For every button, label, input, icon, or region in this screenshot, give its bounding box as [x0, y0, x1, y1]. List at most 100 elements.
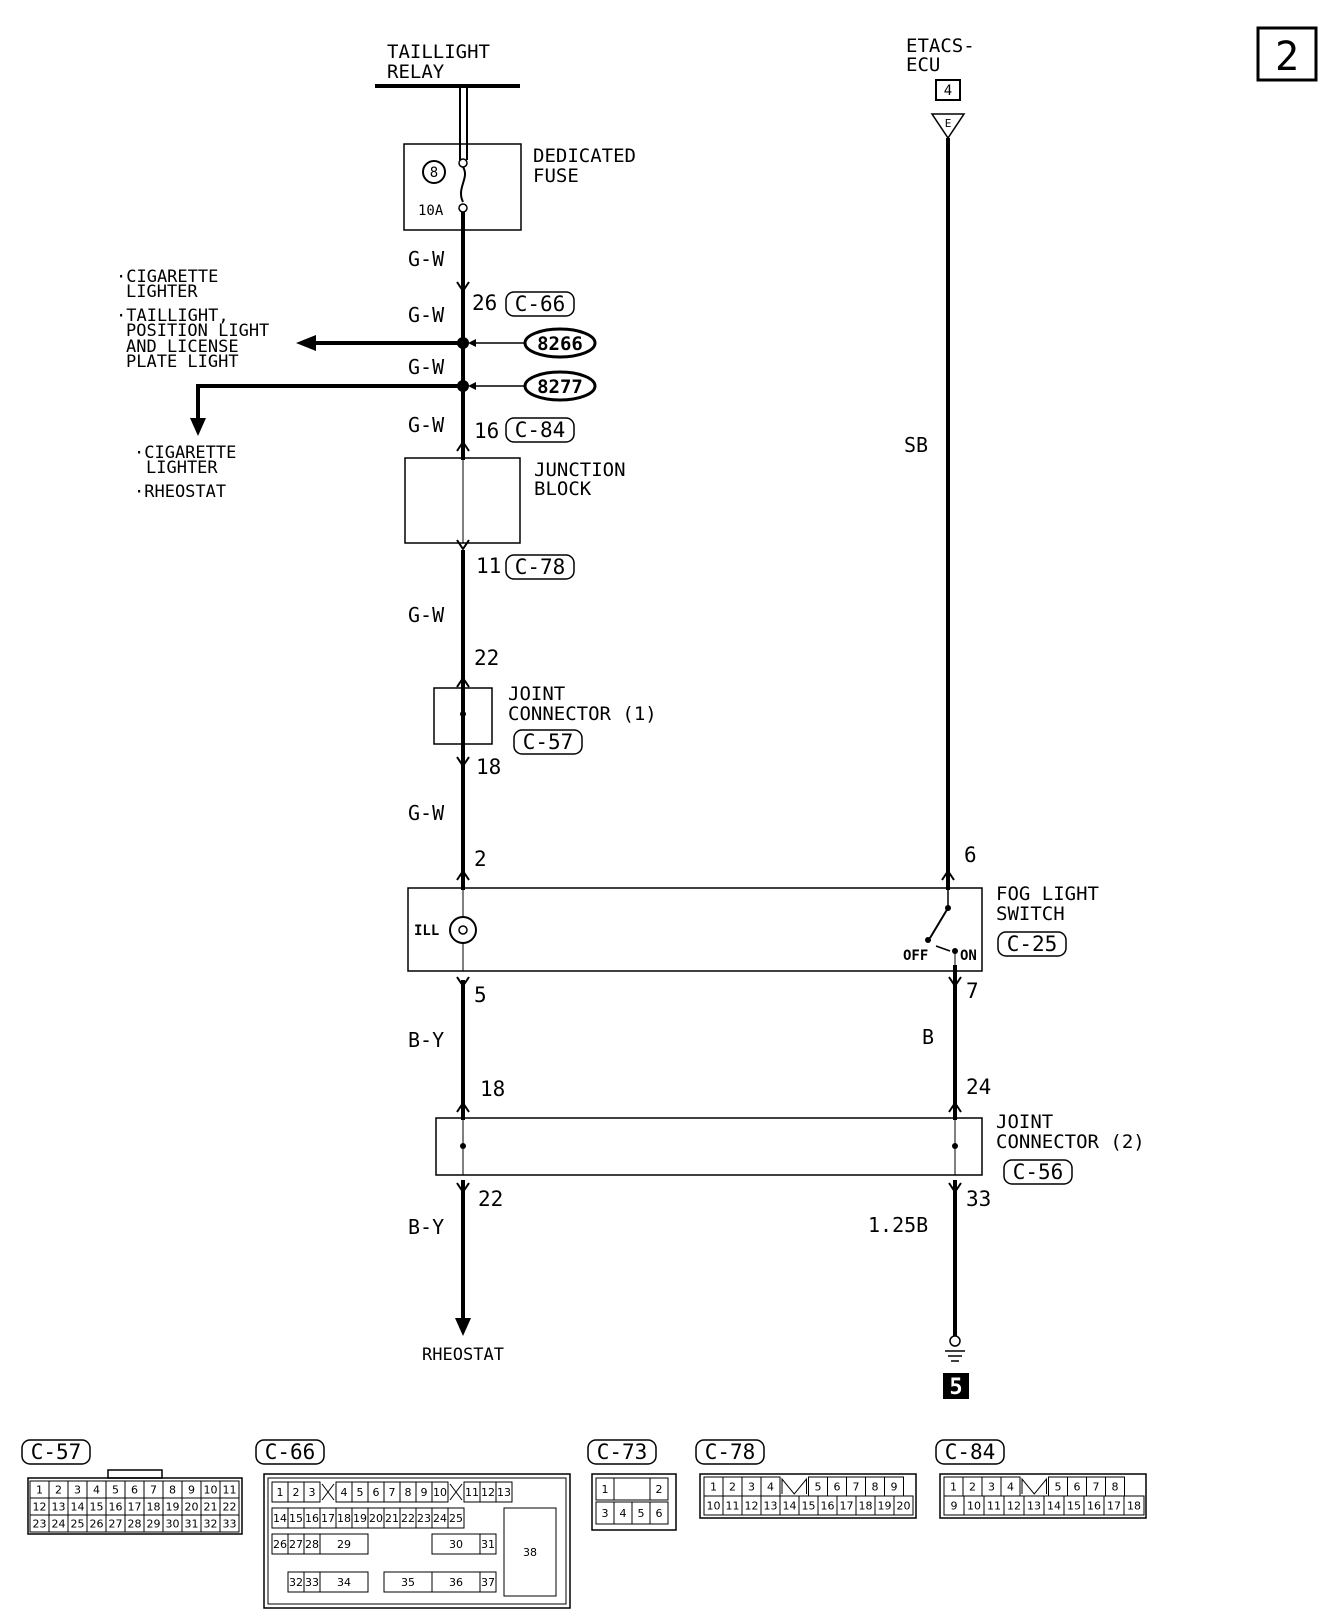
- c84-pin-11: 11: [983, 1495, 1005, 1516]
- fuse-rating: 10A: [418, 203, 444, 219]
- pin-18-a: 18: [476, 755, 501, 779]
- splice-8266: 8266: [457, 327, 597, 359]
- svg-text:37: 37: [481, 1576, 495, 1589]
- page-number-box: 2: [1256, 26, 1318, 82]
- c84-pin-1: 1: [943, 1476, 964, 1497]
- c66-pin-24: 24: [431, 1507, 449, 1529]
- pin-33: 33: [966, 1187, 991, 1211]
- svg-text:9: 9: [421, 1486, 428, 1499]
- svg-text:·CIGARETTE: ·CIGARETTE: [134, 443, 236, 463]
- svg-text:12: 12: [1007, 1500, 1021, 1513]
- svg-text:10: 10: [967, 1500, 981, 1513]
- connector-ref-c84: C-84: [505, 417, 575, 443]
- svg-text:15: 15: [289, 1512, 303, 1525]
- c84-pin-17: 17: [1103, 1495, 1125, 1516]
- taillight-relay-label-2: RELAY: [387, 61, 445, 83]
- svg-text:30: 30: [166, 1518, 180, 1531]
- c78-pin-19: 19: [874, 1495, 895, 1516]
- svg-text:18: 18: [1127, 1500, 1141, 1513]
- svg-text:21: 21: [204, 1501, 218, 1514]
- c66-pin-22: 22: [399, 1507, 417, 1529]
- svg-text:·TAILLIGHT,: ·TAILLIGHT,: [116, 306, 229, 326]
- ground-number: 5: [949, 1375, 962, 1400]
- c66-pin-35: 35: [383, 1571, 433, 1593]
- c66-pin-16: 16: [303, 1507, 321, 1529]
- svg-text:LIGHTER: LIGHTER: [146, 458, 218, 478]
- c84-pin-5: 5: [1048, 1476, 1068, 1497]
- c84-pin-7: 7: [1086, 1476, 1106, 1497]
- svg-text:4: 4: [341, 1486, 348, 1499]
- c57-pin-15: 15: [86, 1497, 107, 1516]
- pin-16: 16: [474, 419, 499, 443]
- c78-pin-17: 17: [836, 1495, 857, 1516]
- svg-text:C-84: C-84: [945, 1440, 996, 1464]
- svg-text:29: 29: [147, 1518, 161, 1531]
- c78-pin-9: 9: [884, 1476, 904, 1497]
- c57-pin-14: 14: [67, 1497, 88, 1516]
- svg-text:3: 3: [309, 1486, 316, 1499]
- svg-text:36: 36: [449, 1576, 463, 1589]
- svg-text:C-25: C-25: [1007, 932, 1058, 956]
- svg-text:OFF: OFF: [903, 948, 928, 964]
- svg-text:16: 16: [109, 1501, 123, 1514]
- svg-text:C-73: C-73: [597, 1440, 648, 1464]
- svg-text:C-78: C-78: [705, 1440, 756, 1464]
- svg-text:10: 10: [204, 1484, 218, 1497]
- c66-pin-18: 18: [335, 1507, 353, 1529]
- c66-pin-30: 30: [431, 1533, 481, 1555]
- svg-text:10: 10: [707, 1500, 721, 1513]
- svg-text:8: 8: [169, 1484, 176, 1497]
- c57-pin-2: 2: [48, 1480, 69, 1499]
- svg-text:ECU: ECU: [906, 54, 940, 76]
- c66-pin-23: 23: [415, 1507, 433, 1529]
- c57-pin-21: 21: [200, 1497, 221, 1516]
- pin-11: 11: [476, 554, 501, 578]
- svg-text:AND LICENSE: AND LICENSE: [126, 337, 239, 357]
- c66-pin-11: 11: [463, 1481, 481, 1503]
- c57-pin-5: 5: [105, 1480, 126, 1499]
- connector-ref-c78: C-78: [505, 554, 575, 580]
- svg-text:6: 6: [131, 1484, 138, 1497]
- c57-pin-13: 13: [48, 1497, 69, 1516]
- svg-text:4: 4: [767, 1481, 774, 1494]
- c78-pin-11: 11: [722, 1495, 743, 1516]
- svg-text:5: 5: [357, 1486, 364, 1499]
- c66-pin-17: 17: [319, 1507, 337, 1529]
- c78-pin-16: 16: [817, 1495, 838, 1516]
- svg-text:20: 20: [185, 1501, 199, 1514]
- c57-pin-23: 23: [29, 1514, 50, 1533]
- wire-color-left-6: G-W: [408, 801, 445, 825]
- svg-text:11: 11: [726, 1500, 740, 1513]
- svg-text:2: 2: [729, 1481, 736, 1494]
- svg-text:28: 28: [128, 1518, 142, 1531]
- svg-text:POSITION LIGHT: POSITION LIGHT: [126, 321, 269, 341]
- svg-text:32: 32: [289, 1576, 303, 1589]
- svg-text:C-66: C-66: [265, 1440, 316, 1464]
- c78-pin-20: 20: [893, 1495, 914, 1516]
- svg-text:14: 14: [273, 1512, 287, 1525]
- svg-text:1: 1: [602, 1483, 609, 1496]
- svg-text:3: 3: [602, 1507, 609, 1520]
- svg-text:1: 1: [950, 1481, 957, 1494]
- svg-text:2: 2: [969, 1481, 976, 1494]
- svg-text:6: 6: [1074, 1481, 1081, 1494]
- wire-color-left-5: G-W: [408, 603, 445, 627]
- svg-text:13: 13: [497, 1486, 511, 1499]
- page-number: 2: [1275, 34, 1299, 80]
- pin-18-b: 18: [480, 1077, 505, 1101]
- svg-text:35: 35: [401, 1576, 415, 1589]
- wire-color-left-2: G-W: [408, 303, 445, 327]
- svg-text:38: 38: [523, 1546, 537, 1559]
- svg-text:JUNCTION: JUNCTION: [534, 459, 626, 481]
- c66-pin-20: 20: [367, 1507, 385, 1529]
- pin-5: 5: [474, 983, 487, 1007]
- svg-text:31: 31: [185, 1518, 199, 1531]
- c73-key: [613, 1477, 651, 1501]
- svg-text:5: 5: [815, 1481, 822, 1494]
- wire-color-left-8: B-Y: [408, 1215, 444, 1239]
- svg-text:8277: 8277: [537, 376, 583, 398]
- svg-text:13: 13: [1027, 1500, 1041, 1513]
- c57-pin-29: 29: [143, 1514, 164, 1533]
- c84-pin-2: 2: [962, 1476, 983, 1497]
